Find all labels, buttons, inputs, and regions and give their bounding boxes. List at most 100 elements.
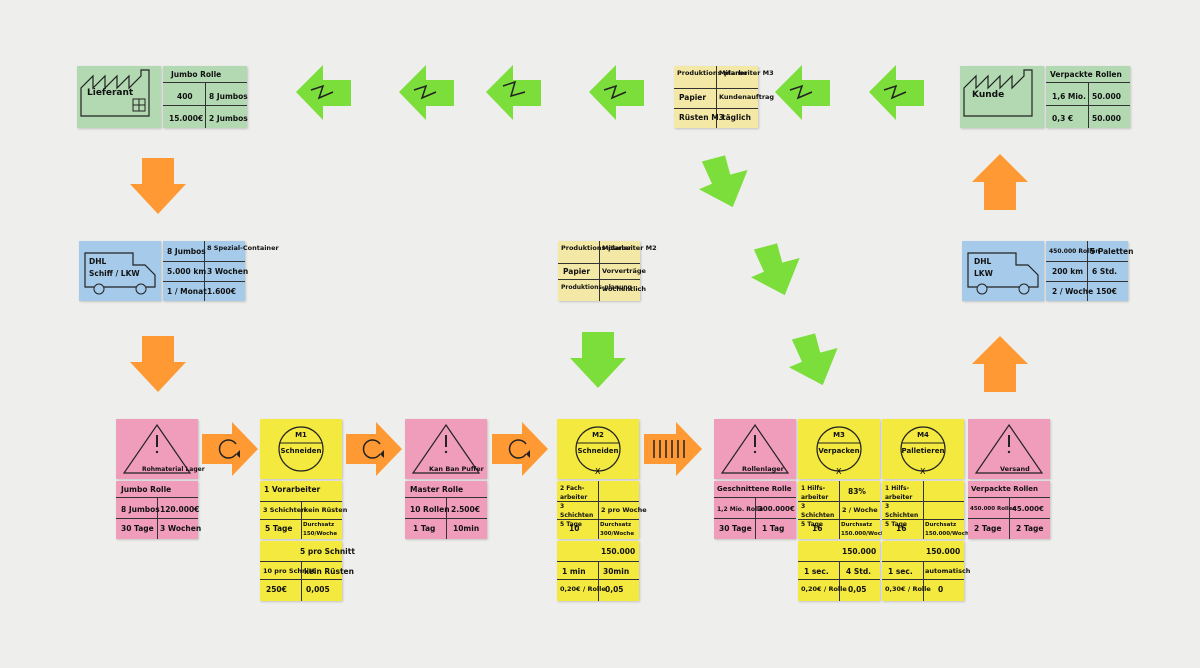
inv3-c: 300.000€ bbox=[758, 505, 795, 513]
m2-g: 1 min bbox=[562, 567, 586, 576]
transport-out-c: 450.000 Rollen bbox=[1049, 248, 1100, 255]
material-arrow-down-1 bbox=[128, 156, 188, 216]
inv1-a: Jumbo Rolle bbox=[121, 485, 172, 494]
process-m1-header: M1 Schneiden bbox=[260, 419, 342, 479]
inventory-triangle-3: Rollenlager bbox=[714, 419, 796, 479]
inv3-a: Geschnittene Rolle bbox=[717, 485, 792, 493]
m4-b: 3 Schichten 5 Tage bbox=[885, 503, 919, 528]
production-planner-card-top: Produktions-planer Mitarbeiter M3 Papier… bbox=[674, 66, 774, 128]
m1-name: Schneiden bbox=[280, 447, 322, 455]
inv3-e: 1 Tag bbox=[762, 524, 785, 533]
push-arrow bbox=[642, 420, 704, 478]
transport-in-data-card: 8 Jumbos 8 Spezial-Container 5.000 km 3 … bbox=[163, 241, 279, 301]
m4-f: 1 sec. bbox=[888, 567, 913, 576]
m2-a: 2 Fach-arbeiter bbox=[560, 485, 588, 501]
inv4-b: 450.000 Rollen bbox=[970, 506, 1017, 512]
transport-in-h: 1.600€ bbox=[207, 287, 236, 296]
m2-j: 0,05 bbox=[605, 585, 624, 594]
planner-top-e: Rüsten M3 bbox=[679, 113, 724, 122]
planner-mid-a: Produktions-planer bbox=[561, 244, 632, 252]
inv1-c: 120.000€ bbox=[160, 505, 200, 514]
inv4-e: 2 Tage bbox=[1016, 524, 1044, 533]
inv2-d: 1 Tag bbox=[413, 524, 436, 533]
transport-out-d: 5 Paletten bbox=[1090, 247, 1134, 256]
transport-in-e: 5.000 km bbox=[167, 267, 207, 276]
info-flow-arrow-5 bbox=[772, 62, 834, 124]
inv2-c: 2.500€ bbox=[451, 505, 480, 514]
m4-name: Palletieren bbox=[901, 447, 945, 455]
transport-out-data-card: 450.000 Rollen 5 Paletten 200 km 6 Std. … bbox=[1046, 241, 1133, 301]
transport-in-d: 8 Spezial-Container bbox=[207, 244, 279, 252]
planner-top-d: Kundenauftrag bbox=[719, 93, 775, 101]
info-flow-arrow-3 bbox=[483, 62, 545, 124]
transport-out-h: 150€ bbox=[1096, 287, 1117, 296]
inventory-triangle-1: Rohmaterial Lager bbox=[116, 419, 205, 479]
m3-k: 0,05 bbox=[848, 585, 867, 594]
customer-data-card: Verpackte Rollen 1,6 Mio. 50.000 0,3 € 5… bbox=[1046, 66, 1130, 128]
inventory-data-1: Jumbo Rolle 8 Jumbos 120.000€ 30 Tage 3 … bbox=[116, 481, 202, 539]
planner-top-f: täglich bbox=[722, 113, 751, 122]
factory-icon bbox=[963, 69, 1033, 117]
transport-in-truck-card: DHL Schiff / LKW bbox=[79, 241, 161, 301]
planner-mid-d: Vorverträge bbox=[602, 267, 646, 275]
transport-out-truck-card: DHL LKW bbox=[962, 241, 1044, 301]
m1-id: M1 bbox=[295, 431, 307, 439]
m1-h: kein Rüsten bbox=[304, 567, 354, 576]
material-arrow-down-2 bbox=[128, 334, 188, 394]
supplier-name: Lieferant bbox=[87, 88, 134, 98]
inventory-4-label: Versand bbox=[1000, 465, 1030, 473]
inv3-d: 30 Tage bbox=[719, 524, 752, 533]
truck-icon bbox=[84, 252, 156, 295]
m3-a: 1 Hilfs-arbeiter bbox=[801, 485, 829, 501]
m3-i: 4 Std. bbox=[846, 567, 872, 576]
inventory-data-4: Verpackte Rollen 450.000 Rollen 45.000€ … bbox=[968, 481, 1050, 539]
planner-mid-c: Papier bbox=[563, 267, 591, 276]
transport-out-g: 2 / Woche bbox=[1052, 287, 1094, 296]
inv1-e: 3 Wochen bbox=[160, 524, 202, 533]
pull-arrow-3 bbox=[490, 420, 550, 478]
m3-c: 3 Schichten 5 Tage bbox=[801, 503, 835, 528]
m1-b: 3 Schichten bbox=[263, 506, 306, 514]
inv1-d: 30 Tage bbox=[121, 524, 154, 533]
planner-mid-e: Produktions-planung bbox=[561, 284, 632, 291]
process-m2-data-a: 2 Fach-arbeiter 2 pro Woche 3 Schichten … bbox=[557, 481, 647, 539]
planner-mid-f: wöchentlich bbox=[602, 285, 647, 293]
inv3-b: 1,2 Mio. Rolle bbox=[717, 506, 764, 513]
customer-name: Kunde bbox=[972, 90, 1005, 100]
m3-d: 2 / Woche bbox=[842, 506, 878, 514]
m4-d: Durchsatz 150.000/Woche bbox=[925, 522, 973, 537]
customer-product: Verpackte Rollen bbox=[1050, 70, 1122, 79]
supplier-qty: 400 bbox=[177, 92, 193, 101]
supplier-value: 15.000€ bbox=[169, 114, 204, 123]
m3-b: 83% bbox=[848, 487, 866, 496]
m4-i: 0 bbox=[938, 585, 944, 594]
m2-d: 10 bbox=[569, 524, 580, 533]
m1-j: 0,005 bbox=[306, 585, 330, 594]
inventory-1-label: Rohmaterial Lager bbox=[142, 466, 205, 473]
inventory-triangle-2: Kan Ban Puffer bbox=[405, 419, 487, 479]
m3-name: Verpacken bbox=[818, 447, 860, 455]
customer-value-a: 50.000 bbox=[1092, 92, 1121, 101]
m1-a: 1 Vorarbeiter bbox=[264, 485, 321, 494]
m2-id: M2 bbox=[592, 431, 604, 439]
pull-arrow-1 bbox=[200, 420, 260, 478]
info-flow-arrow-2 bbox=[396, 62, 458, 124]
m2-e: Durchsatz 300/Woche bbox=[600, 522, 635, 537]
m1-i: 250€ bbox=[266, 585, 287, 594]
m4-e: 150.000 bbox=[926, 547, 961, 556]
m4-id: M4 bbox=[917, 431, 929, 439]
planner-top-b: Mitarbeiter M3 bbox=[719, 69, 774, 77]
m2-f: 150.000 bbox=[601, 547, 636, 556]
m4-h: 0,30€ / Rolle bbox=[885, 585, 931, 593]
process-m4-data-b: 150.000 1 sec. automatisch 0,30€ / Rolle… bbox=[882, 541, 970, 601]
m1-c: kein Rüsten bbox=[304, 506, 348, 514]
info-arrow-diagonal-2 bbox=[748, 240, 808, 300]
truck-icon bbox=[967, 252, 1039, 295]
warning-triangle-icon bbox=[411, 423, 481, 474]
inventory-3-label: Rollenlager bbox=[742, 465, 784, 473]
transport-out-mode: LKW bbox=[974, 269, 993, 278]
inventory-data-2: Master Rolle 10 Rollen 2.500€ 1 Tag 10mi… bbox=[405, 481, 487, 539]
m4-a: 1 Hilfs-arbeiter bbox=[885, 485, 913, 501]
m1-f: 5 pro Schnitt bbox=[300, 547, 355, 556]
m2-b: 2 pro Woche bbox=[601, 506, 647, 514]
